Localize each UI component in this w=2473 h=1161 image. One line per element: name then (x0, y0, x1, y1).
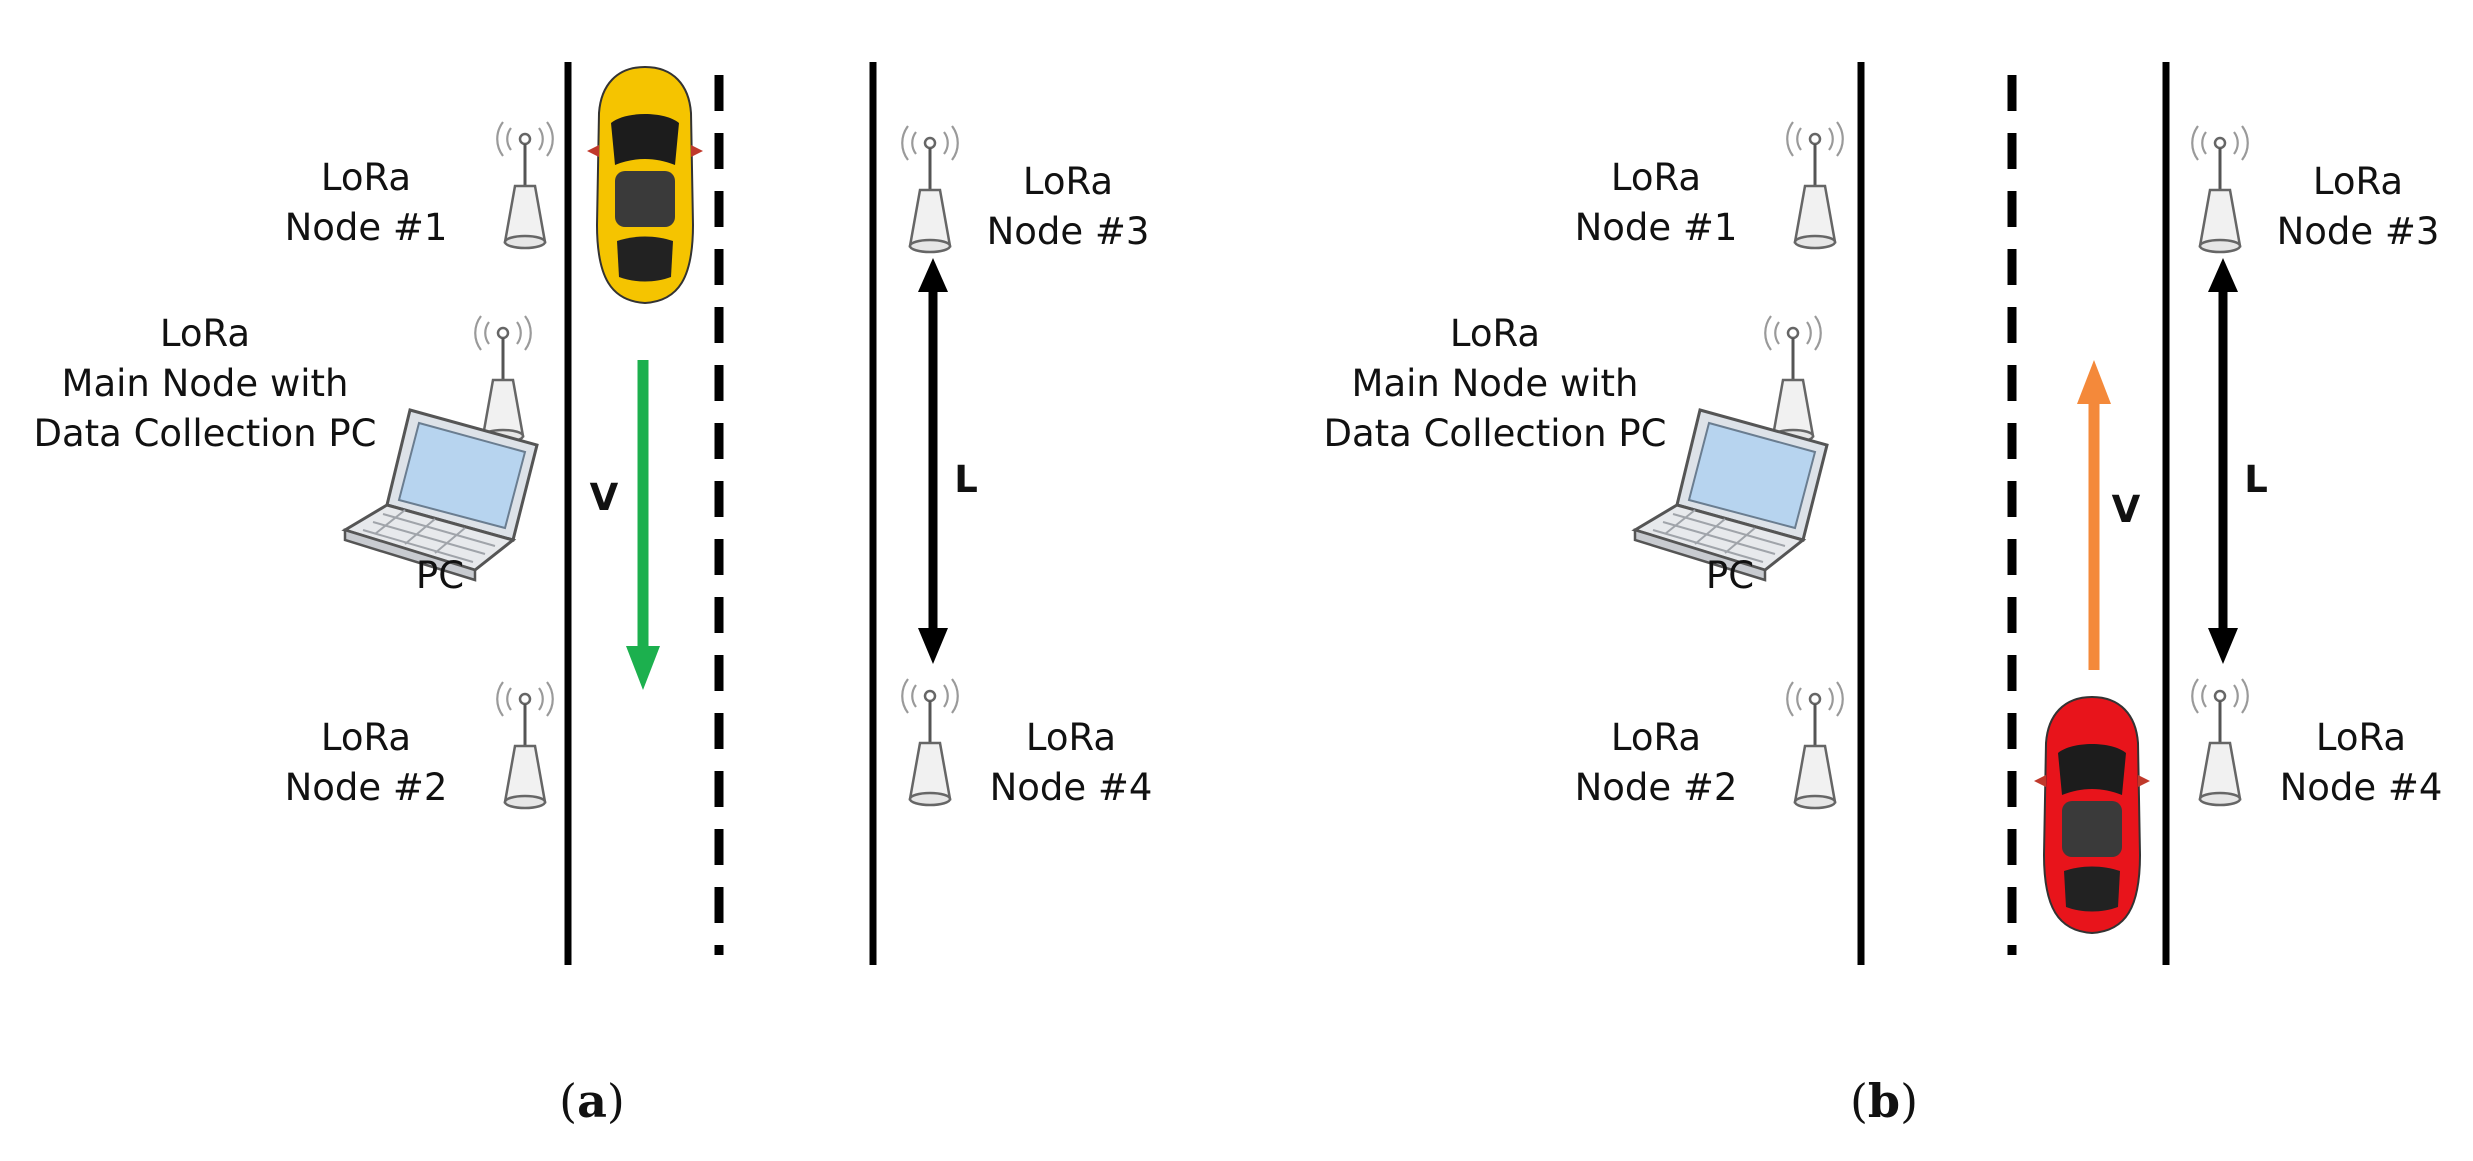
length-label: L (2244, 458, 2268, 501)
node-1-label-line-1: LoRa (321, 156, 411, 199)
main-node-label-line-2: Main Node with (62, 362, 349, 405)
length-arrow (918, 258, 948, 664)
panel-b: LoRa Node #1 LoRa Main Node with Data Co… (1323, 62, 2442, 1128)
main-node-label-line-1: LoRa (160, 312, 250, 355)
velocity-label: V (590, 476, 619, 519)
length-label: L (954, 458, 978, 501)
node-1-label-line-2: Node #1 (285, 206, 448, 249)
main-node-label-line-3: Data Collection PC (33, 412, 376, 455)
velocity-arrow (626, 360, 660, 690)
node-2-label-line-1: LoRa (1611, 716, 1701, 759)
node-2-label-line-1: LoRa (321, 716, 411, 759)
main-node-label-line-1: LoRa (1450, 312, 1540, 355)
main-node-label-line-3: Data Collection PC (1323, 412, 1666, 455)
main-node-antenna-icon (473, 314, 533, 444)
panel-a: LoRa Node #1 LoRa Main Node with Data Co… (33, 62, 1152, 1128)
node-3-label-line-2: Node #3 (987, 210, 1150, 253)
node-3-label-line-1: LoRa (2313, 160, 2403, 203)
node-1-antenna-icon (1785, 120, 1845, 250)
panel-b-caption: (b) (1850, 1074, 1918, 1128)
node-4-label-line-1: LoRa (2316, 716, 2406, 759)
main-node-antenna-icon (1763, 314, 1823, 444)
node-3-label-line-1: LoRa (1023, 160, 1113, 203)
node-2-antenna-icon (495, 680, 555, 810)
node-4-label-line-2: Node #4 (2280, 766, 2443, 809)
node-3-antenna-icon (900, 124, 960, 254)
car-icon (586, 66, 704, 304)
node-4-label-line-2: Node #4 (990, 766, 1153, 809)
car-icon (2033, 696, 2151, 934)
main-node-label-line-2: Main Node with (1352, 362, 1639, 405)
node-4-antenna-icon (2190, 677, 2250, 807)
node-1-label-line-1: LoRa (1611, 156, 1701, 199)
node-1-label-line-2: Node #1 (1575, 206, 1738, 249)
velocity-label: V (2112, 488, 2141, 531)
node-2-label-line-2: Node #2 (285, 766, 448, 809)
length-arrow (2208, 258, 2238, 664)
node-1-antenna-icon (495, 120, 555, 250)
node-3-label-line-2: Node #3 (2277, 210, 2440, 253)
velocity-arrow (2077, 360, 2111, 670)
panel-a-caption: (a) (559, 1074, 625, 1128)
node-2-antenna-icon (1785, 680, 1845, 810)
node-3-antenna-icon (2190, 124, 2250, 254)
node-4-antenna-icon (900, 677, 960, 807)
pc-label: PC (1706, 554, 1754, 597)
node-4-label-line-1: LoRa (1026, 716, 1116, 759)
node-2-label-line-2: Node #2 (1575, 766, 1738, 809)
pc-label: PC (416, 554, 464, 597)
